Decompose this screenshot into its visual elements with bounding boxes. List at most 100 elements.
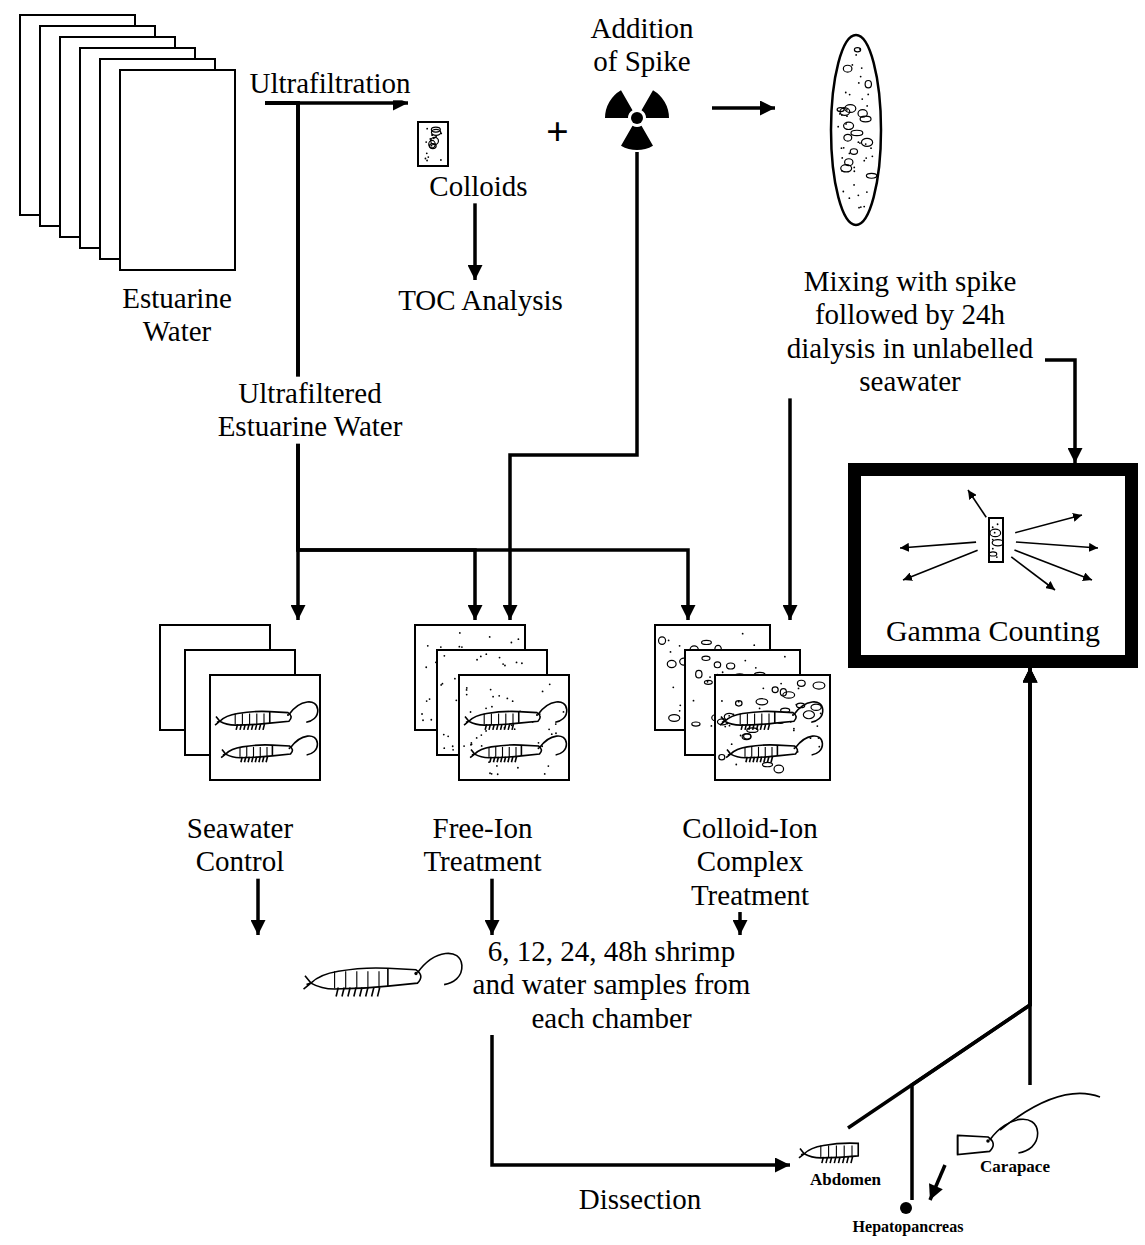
water-sample-pages	[20, 15, 235, 270]
free-ion-tanks	[458, 646, 460, 648]
colloid-tanks	[679, 704, 681, 706]
dialysis-bag	[845, 92, 847, 94]
free-ion-tanks	[427, 645, 429, 647]
shrimp-figure	[311, 968, 421, 989]
tissue-part: Abdomen	[790, 1128, 901, 1190]
control-tanks	[263, 757, 264, 762]
colloid-tanks	[679, 645, 681, 647]
free-ion-tanks	[454, 678, 456, 680]
colloid-tanks	[764, 757, 765, 762]
colloid-tanks	[719, 755, 725, 760]
free-ion-tanks	[464, 702, 567, 730]
control-tanks	[235, 714, 236, 725]
radiation-symbol	[642, 90, 670, 118]
free-ion-tanks	[551, 733, 553, 735]
free-ion-tanks	[459, 675, 569, 780]
free-ion-tanks	[538, 747, 540, 749]
free-ion-tanks	[518, 712, 520, 724]
dialysis-bag	[855, 54, 857, 56]
gamma-sample-vial	[968, 490, 986, 517]
colloid-tanks	[707, 681, 709, 683]
free-ion-tanks	[496, 765, 498, 767]
free-ion-tanks	[491, 714, 492, 725]
colloid-sample	[426, 152, 428, 154]
source-water: Estuarine Water	[15, 10, 265, 349]
free-ion-tanks	[488, 747, 489, 757]
tissue-part: Carapace	[945, 1085, 1105, 1177]
colloid-tanks	[726, 750, 731, 758]
control-tanks	[241, 757, 242, 762]
control-tanks	[248, 757, 249, 762]
gamma-counter: Gamma Counting	[848, 463, 1138, 668]
free-ion-tanks	[521, 662, 523, 664]
control-tanks	[266, 757, 267, 762]
dialysis-bag	[857, 141, 859, 143]
colloid-fraction: Colloids	[408, 88, 549, 203]
node-label: Hepatopancreas	[830, 1218, 986, 1236]
free-ion-tanks	[480, 734, 482, 736]
figure-space	[245, 935, 467, 1007]
colloid-tanks	[738, 701, 740, 703]
colloid-sample	[418, 122, 448, 166]
free-ion-tanks	[463, 745, 465, 747]
dialysis-bag	[848, 197, 850, 199]
shrimp-figure	[304, 953, 462, 996]
gamma-sample-vial	[994, 532, 996, 534]
radiation-symbol	[605, 90, 633, 118]
free-ion-tanks	[461, 646, 463, 648]
dialysis-bag	[839, 113, 841, 115]
free-ion-tanks	[440, 684, 442, 686]
colloid-tanks	[820, 712, 822, 714]
free-ion-tanks	[442, 683, 444, 685]
colloid-tanks	[744, 734, 751, 739]
control-tanks	[272, 745, 274, 756]
control-tanks	[259, 724, 260, 730]
colloid-tanks	[744, 747, 745, 757]
dialysis-bag	[865, 157, 867, 159]
abdomen-figure	[851, 1145, 852, 1157]
abdomen-figure	[844, 1145, 845, 1157]
colloid-tanks	[784, 656, 786, 658]
carapace-figure	[990, 1119, 1038, 1153]
colloid-tanks	[756, 699, 768, 705]
gamma-sample-vial	[989, 552, 997, 556]
control-tanks	[289, 747, 291, 749]
colloid-tanks	[753, 724, 754, 730]
free-ion-tanks	[498, 695, 500, 697]
free-ion-tanks	[452, 749, 454, 751]
flow-arrow	[492, 1035, 790, 1165]
colloid-tanks	[768, 714, 769, 725]
dialysis-bag	[860, 76, 862, 78]
colloid-tanks	[793, 728, 795, 730]
free-ion-tanks	[484, 714, 485, 725]
colloid-tanks	[768, 757, 769, 762]
colloid-tanks	[757, 724, 758, 730]
free-ion-tanks	[443, 747, 445, 749]
colloid-tanks	[749, 724, 750, 730]
free-ion-tanks	[516, 662, 518, 664]
colloid-sample	[418, 122, 448, 166]
shrimp-figure	[356, 971, 357, 988]
free-ion-tanks	[505, 714, 506, 725]
colloid-sample	[433, 137, 435, 139]
colloid-tanks	[764, 724, 765, 730]
free-ion-tanks	[510, 642, 512, 644]
shrimp-figure	[334, 971, 335, 988]
colloid-sample	[431, 137, 439, 144]
control-tanks	[220, 711, 291, 725]
colloid-tanks	[728, 715, 730, 717]
colloid-tanks	[710, 725, 712, 727]
dialysis-bag	[870, 147, 872, 149]
control-tanks	[248, 724, 249, 730]
colloid-tanks	[772, 687, 778, 693]
control-tanks	[260, 747, 261, 757]
colloid-tanks	[813, 682, 825, 689]
shrimp-figure	[417, 953, 461, 984]
shrimp-figure	[372, 988, 374, 997]
colloid-sample	[425, 141, 427, 143]
node-label: Gamma Counting	[861, 614, 1125, 649]
free-ion-tanks	[470, 711, 472, 713]
control-tanks	[266, 747, 267, 757]
free-ion-tanks	[555, 723, 557, 725]
free-ion-tanks	[498, 714, 499, 725]
